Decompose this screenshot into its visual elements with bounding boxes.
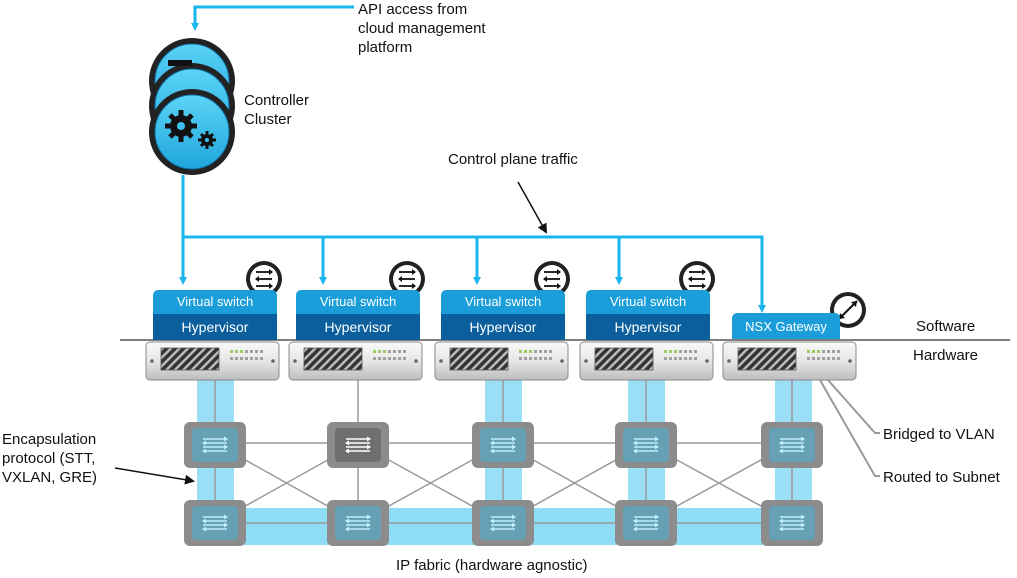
- control-plane-lines: [179, 5, 766, 313]
- hypervisor-label: Hypervisor: [296, 314, 420, 340]
- fabric-switch-icon: [761, 500, 823, 546]
- fabric-switch-icon: [184, 422, 246, 468]
- fabric-switches: [184, 422, 823, 546]
- api-line: platform: [358, 39, 413, 56]
- encapsulation-line: VXLAN, GRE): [2, 469, 98, 486]
- encapsulation-line: protocol (STT,: [2, 450, 96, 467]
- fabric-switch-icon: [327, 500, 389, 546]
- hardware-label: Hardware: [913, 347, 979, 364]
- fabric-switch-icon: [761, 422, 823, 468]
- virtual-switch-label: Virtual switch: [153, 290, 277, 314]
- switch-arrows-icon: [246, 261, 282, 297]
- gateway-uplinks: [819, 379, 880, 477]
- server-icon: [722, 341, 857, 381]
- switch-arrows-icon: [679, 261, 715, 297]
- controller-disk: [149, 89, 235, 175]
- controller-line: Controller: [244, 92, 310, 109]
- virtual-switch-label: Virtual switch: [441, 290, 565, 314]
- virtual-switch-label: Virtual switch: [586, 290, 710, 314]
- switch-arrows-icon: [389, 261, 425, 297]
- fabric-switch-icon: [615, 422, 677, 468]
- encapsulation-label: Encapsulation protocol (STT, VXLAN, GRE): [2, 430, 97, 487]
- gear-icon: [168, 60, 192, 66]
- routed-label: Routed to Subnet: [883, 469, 1000, 486]
- hypervisor-label: Hypervisor: [153, 314, 277, 340]
- api-access-label: API access from cloud management platfor…: [358, 0, 486, 57]
- controller-cluster-label: Controller Cluster: [244, 91, 309, 129]
- bridged-label: Bridged to VLAN: [883, 426, 995, 443]
- fabric-switch-icon: [327, 422, 389, 468]
- software-label: Software: [916, 318, 976, 335]
- encapsulation-arrow: [114, 467, 195, 485]
- gear-icon: [198, 131, 216, 149]
- api-line: cloud management: [358, 20, 486, 37]
- virtual-switch-label: Virtual switch: [296, 290, 420, 314]
- fabric-switch-icon: [184, 500, 246, 546]
- control-plane-arrow: [517, 181, 547, 234]
- fabric-switch-icon: [472, 422, 534, 468]
- hypervisor-label: Hypervisor: [441, 314, 565, 340]
- fabric-label: IP fabric (hardware agnostic): [396, 557, 588, 574]
- fabric-switch-icon: [472, 500, 534, 546]
- gear-icon: [165, 110, 197, 142]
- encapsulation-line: Encapsulation: [2, 431, 97, 448]
- hypervisor-label: Hypervisor: [586, 314, 710, 340]
- fabric-switch-icon: [615, 500, 677, 546]
- control-plane-label: Control plane traffic: [448, 151, 578, 168]
- host-badges: [246, 261, 715, 297]
- server-icon: [288, 341, 423, 381]
- switch-arrows-icon: [534, 261, 570, 297]
- server-icon: [579, 341, 714, 381]
- server-icon: [145, 341, 280, 381]
- server-icon: [434, 341, 569, 381]
- servers: [145, 341, 857, 381]
- nsx-gateway-label: NSX Gateway: [732, 313, 840, 339]
- controller-cluster: [149, 38, 235, 175]
- controller-line: Cluster: [244, 111, 292, 128]
- api-line: API access from: [358, 1, 468, 18]
